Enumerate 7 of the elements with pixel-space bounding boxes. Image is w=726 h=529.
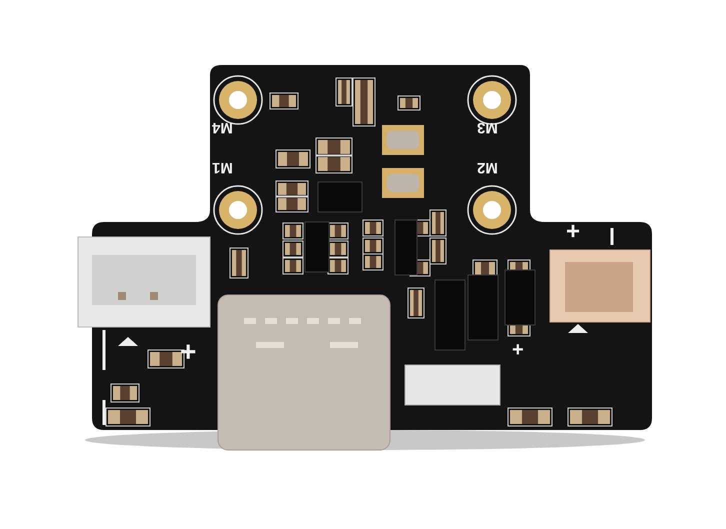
silkscreen-label: M4 xyxy=(212,120,233,135)
polarity-mark: + xyxy=(180,338,196,366)
polarity-mark: + xyxy=(512,340,524,360)
silkscreen-label: M2 xyxy=(477,160,498,175)
silkscreen-label: M3 xyxy=(477,120,498,135)
silkscreen-label: M1 xyxy=(212,160,233,175)
polarity-mark: + xyxy=(566,220,580,244)
